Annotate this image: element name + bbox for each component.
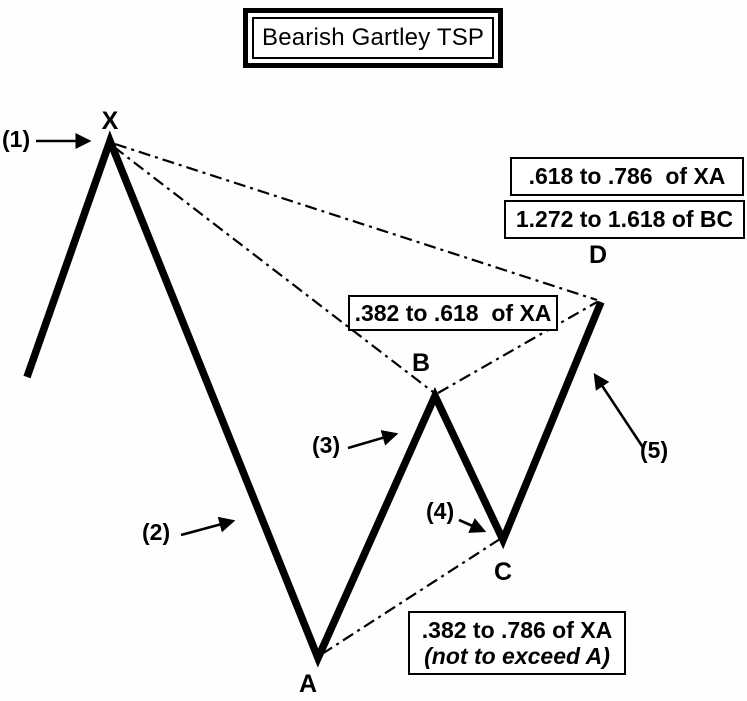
arrow-to-leg4 xyxy=(458,518,487,533)
diagram-title: Bearish Gartley TSP xyxy=(252,17,495,59)
d-target-xa-text: .618 to .786 of XA xyxy=(528,163,726,190)
d-target-bc-box: 1.272 to 1.618 of BC xyxy=(504,200,745,239)
point-label-b: B xyxy=(411,349,431,377)
arrow-to-leg3 xyxy=(347,430,399,450)
bd-extension-line xyxy=(437,301,598,394)
ac-trend-line xyxy=(321,538,501,655)
leg-marker-3: (3) xyxy=(312,432,341,458)
leg-marker-5: (5) xyxy=(640,437,669,463)
arrow-to-leg5 xyxy=(593,372,646,450)
b-retracement-box: .382 to .618 of XA xyxy=(348,295,558,331)
d-target-bc-text: 1.272 to 1.618 of BC xyxy=(515,206,734,233)
arrow-to-leg2 xyxy=(180,516,236,537)
point-label-x: X xyxy=(101,107,119,135)
xd-retracement-line xyxy=(114,142,598,302)
leg-marker-2: (2) xyxy=(142,519,171,545)
d-target-xa-box: .618 to .786 of XA xyxy=(510,157,744,196)
xb-retracement-line xyxy=(113,146,434,393)
price-zigzag-line xyxy=(23,130,605,668)
title-box: Bearish Gartley TSP xyxy=(243,8,504,68)
c-retracement-box: .382 to .786 of XA (not to exceed A) xyxy=(408,611,626,675)
leg-marker-4: (4) xyxy=(426,498,455,524)
point-label-d: D xyxy=(588,241,608,269)
leg-marker-1: (1) xyxy=(2,126,31,152)
c-retracement-text-line1: .382 to .786 of XA xyxy=(421,616,613,643)
b-retracement-text: .382 to .618 of XA xyxy=(354,299,552,326)
point-label-a: A xyxy=(298,670,318,698)
point-label-c: C xyxy=(493,558,513,586)
c-retracement-text-line2: (not to exceed A) xyxy=(424,643,610,669)
